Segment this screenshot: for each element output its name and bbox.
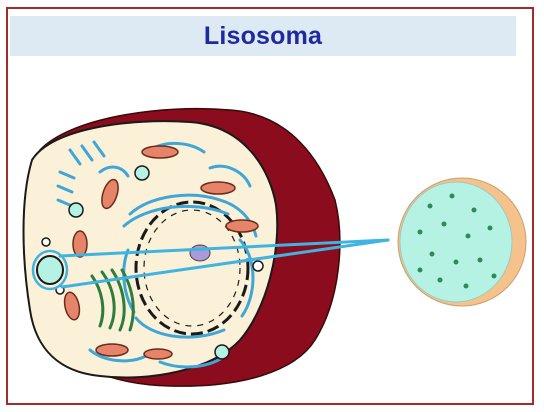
lysosome-in-cell [37, 256, 63, 284]
lysosome-closeup [398, 178, 526, 306]
